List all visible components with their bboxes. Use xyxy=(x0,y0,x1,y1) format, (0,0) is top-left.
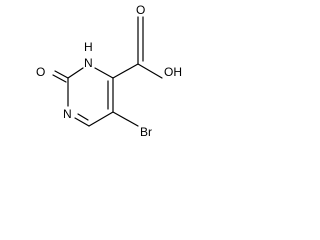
bromine-label: Br xyxy=(140,125,152,138)
ring-nitrogen-label: N xyxy=(63,107,72,121)
bond-c5-br xyxy=(112,111,139,127)
bond-c2-o-double-b xyxy=(52,74,67,83)
bond-acid-oh xyxy=(137,63,163,79)
bond-c2-n1 xyxy=(67,67,84,79)
acid-carbonyl-oxygen-label: O xyxy=(136,3,145,17)
bond-c5-c4 xyxy=(88,111,114,127)
bond-n1-c6 xyxy=(94,67,114,79)
ring-carbonyl-oxygen-label: O xyxy=(36,65,45,79)
chemical-structure-diagram: O H N N O OH Br xyxy=(36,3,182,138)
ring-nh-nitrogen-label: N xyxy=(84,56,93,70)
bond-c6-ccooh xyxy=(112,63,139,79)
bond-c4-n3 xyxy=(74,117,90,127)
bond-c4-n3-inner xyxy=(77,113,89,121)
acid-hydroxyl-label: OH xyxy=(164,65,182,79)
bond-c2-o-double-a xyxy=(54,70,69,79)
ring-nh-hydrogen-label: H xyxy=(84,40,93,54)
